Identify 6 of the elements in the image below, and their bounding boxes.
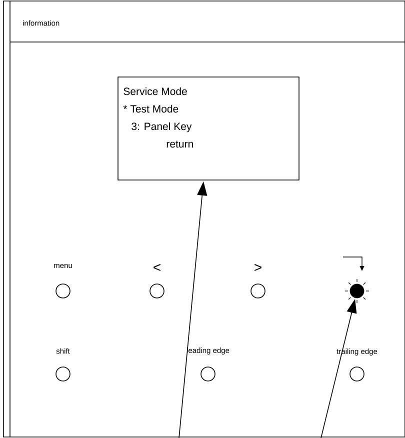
lamp-icon <box>344 278 370 304</box>
panel-button: > <box>250 264 266 298</box>
node-label: > <box>254 264 262 272</box>
node-label: < <box>154 264 160 272</box>
display-screen: Service Mode * Test Mode 3: Panel Key return <box>118 76 300 180</box>
panel-button: < <box>150 264 164 298</box>
